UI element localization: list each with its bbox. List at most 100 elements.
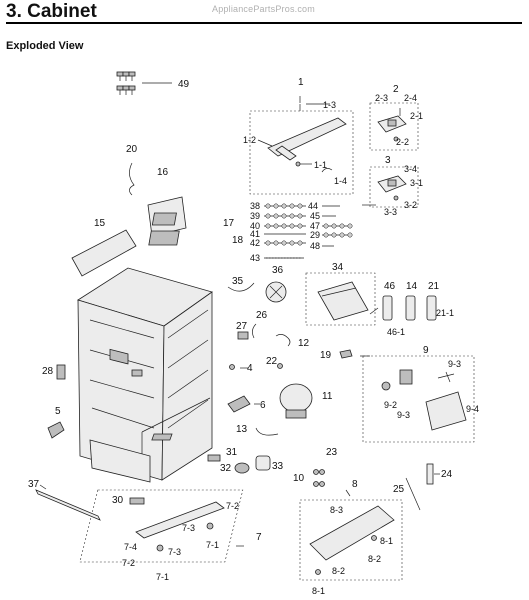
group-box-3 [369, 166, 419, 208]
callout-1-3: 1-3 [323, 100, 336, 110]
callout-8-1-a: 8-1 [380, 536, 393, 546]
callout-39: 39 [250, 211, 260, 221]
callout-10: 10 [293, 473, 305, 484]
callout-7-4: 7-4 [124, 542, 137, 552]
group-box-9 [362, 355, 475, 443]
callout-25: 25 [393, 484, 405, 495]
callout-28: 28 [42, 366, 54, 377]
part-8-1 [371, 535, 377, 541]
callout-2-2: 2-2 [396, 137, 409, 147]
callout-8: 8 [352, 479, 358, 490]
callout-49: 49 [178, 79, 190, 90]
callout-15: 15 [94, 218, 106, 229]
callout-19: 19 [320, 350, 332, 361]
callout-1-2: 1-2 [243, 135, 256, 145]
page-title: 3. Cabinet [6, 1, 97, 22]
callout-1-4: 1-4 [334, 176, 347, 186]
group-box-34 [305, 272, 376, 326]
callout-30: 30 [112, 495, 124, 506]
watermark: AppliancePartsPros.com [212, 4, 315, 14]
callout-43: 43 [250, 253, 260, 263]
callout-9-3-a: 9-3 [448, 359, 461, 369]
callout-45: 45 [310, 211, 320, 221]
screw-set-10 [313, 469, 325, 487]
group-box-1 [249, 110, 354, 195]
group-box-7 [79, 489, 244, 563]
callout-7-1-a: 7-1 [206, 540, 219, 550]
callout-20: 20 [126, 144, 138, 155]
part-27 [237, 331, 249, 340]
callout-26: 26 [256, 310, 268, 321]
wire-12 [275, 334, 291, 347]
callout-1: 1 [298, 77, 304, 88]
callout-13: 13 [236, 424, 248, 435]
part-5 [47, 421, 65, 439]
callout-40: 40 [250, 221, 260, 231]
callout-35: 35 [232, 276, 244, 287]
part-6 [227, 395, 251, 413]
callout-32: 32 [220, 463, 232, 474]
base-plate-8 [309, 505, 395, 561]
cabinet-body [77, 267, 213, 483]
callout-2-3: 2-3 [375, 93, 388, 103]
part-22 [277, 363, 283, 369]
top-bracket-1 [257, 104, 347, 173]
sensor-46 [382, 295, 393, 321]
callout-3-4: 3-4 [404, 164, 417, 174]
rail-37 [35, 489, 101, 521]
callout-23: 23 [326, 447, 338, 458]
hinge-assembly-2 [377, 108, 407, 142]
callout-37: 37 [28, 479, 40, 490]
callout-11: 11 [322, 391, 333, 402]
callout-8-3: 8-3 [330, 505, 343, 515]
panel-15 [71, 229, 137, 277]
sensor-14 [405, 295, 416, 321]
group-box-8 [299, 499, 403, 581]
callout-22: 22 [266, 356, 278, 367]
header-rule [6, 22, 522, 24]
base-tray-7 [135, 501, 225, 539]
callout-12: 12 [298, 338, 310, 349]
callout-17: 17 [223, 218, 235, 229]
control-box-9 [381, 369, 467, 431]
callout-8-1-b: 8-1 [312, 586, 325, 596]
part-30 [129, 497, 145, 505]
wire-26 [252, 323, 257, 339]
callout-7: 7 [256, 532, 262, 543]
callout-8-2-b: 8-2 [332, 566, 345, 576]
callout-7-1-b: 7-1 [156, 572, 169, 582]
duct-34-detail [321, 287, 357, 297]
callout-3: 3 [385, 155, 391, 166]
callout-42: 42 [250, 238, 260, 248]
callout-31: 31 [226, 447, 238, 458]
fastener-grid-38-48 [264, 203, 353, 259]
callout-21: 21 [428, 281, 440, 292]
roller-7-1 [206, 522, 214, 530]
callout-33: 33 [272, 461, 284, 472]
callout-14: 14 [406, 281, 418, 292]
cylinder-33 [255, 455, 271, 471]
fan-36-blades [269, 285, 283, 299]
callout-48: 48 [310, 241, 320, 251]
callout-9: 9 [423, 345, 429, 356]
callout-44: 44 [308, 201, 318, 211]
part-23 [151, 433, 173, 441]
part-28 [56, 364, 66, 380]
callout-36: 36 [272, 265, 284, 276]
callout-3-3: 3-3 [384, 207, 397, 217]
callout-16: 16 [157, 167, 169, 178]
callout-24: 24 [441, 469, 453, 480]
wire-20 [129, 162, 135, 196]
callout-9-3-b: 9-3 [397, 410, 410, 420]
group-box-2 [369, 102, 419, 151]
callout-9-4: 9-4 [466, 404, 479, 414]
callout-7-2-b: 7-2 [122, 558, 135, 568]
wire-13 [255, 427, 279, 436]
callout-34: 34 [332, 262, 344, 273]
callout-18: 18 [232, 235, 244, 246]
part-32 [234, 462, 250, 474]
sensor-21 [426, 295, 437, 321]
tube-35 [227, 282, 255, 292]
panel-17 [151, 212, 177, 226]
callout-41: 41 [250, 229, 260, 239]
